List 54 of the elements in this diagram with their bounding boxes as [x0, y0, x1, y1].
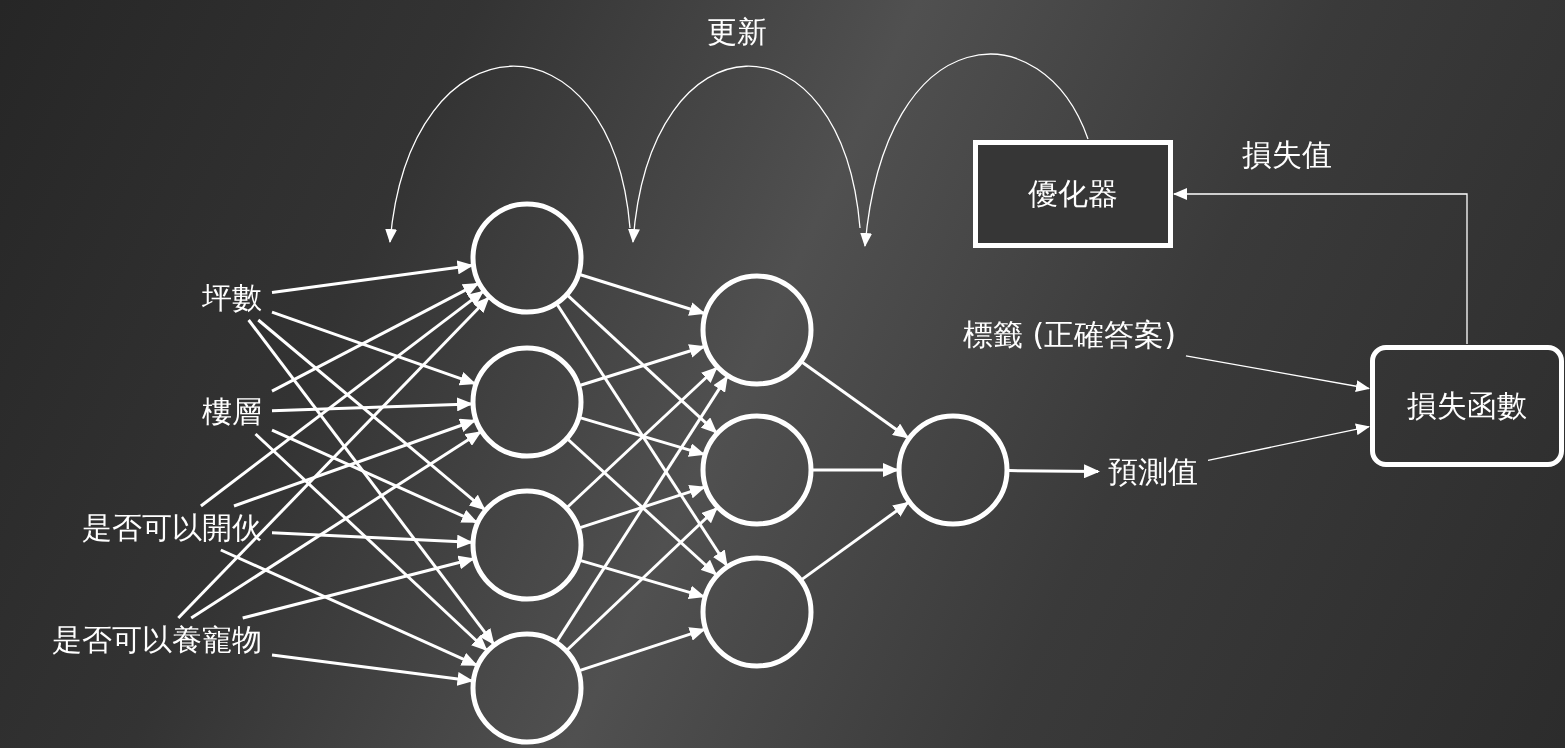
arrow	[271, 260, 474, 295]
arrow	[580, 559, 706, 600]
neuron-circle	[700, 413, 814, 527]
neuron-circle	[470, 345, 584, 459]
arrow	[1185, 355, 1370, 393]
arrow	[220, 548, 478, 667]
arrow	[566, 366, 718, 508]
arrow	[271, 653, 474, 686]
arrow	[1207, 423, 1370, 462]
update-label: 更新	[707, 13, 767, 51]
arrow	[580, 273, 706, 316]
arrow	[580, 416, 706, 457]
arrow	[801, 361, 910, 439]
neuron-circle	[470, 631, 584, 745]
label-text: 標籤 (正確答案)	[963, 315, 1176, 355]
neuron-circle	[700, 555, 814, 669]
arrow	[556, 304, 728, 567]
arrow	[271, 428, 478, 524]
input-label: 樓層	[202, 392, 262, 432]
arrow	[257, 318, 486, 511]
arrow	[1009, 464, 1100, 479]
arrow	[271, 397, 474, 413]
arrow	[247, 319, 495, 645]
neuron-circle	[470, 201, 584, 315]
arrow	[200, 290, 484, 508]
arrow	[271, 282, 480, 393]
update-arrow	[860, 53, 1089, 247]
arrow	[579, 485, 706, 530]
arrow	[580, 344, 706, 387]
neuron-circle	[470, 488, 584, 602]
output-label: 預測值	[1108, 452, 1198, 492]
arrow	[233, 418, 477, 508]
loss-function-box: 損失函數	[1370, 345, 1564, 467]
arrow	[801, 501, 910, 581]
arrow	[567, 438, 718, 576]
arrow	[567, 294, 718, 434]
optimizer-box: 優化器	[973, 140, 1173, 248]
edge-label: 損失值	[1242, 136, 1332, 174]
input-label: 是否可以養寵物	[52, 620, 262, 660]
arrow	[579, 627, 706, 672]
arrow	[271, 531, 474, 549]
neuron-circle	[700, 273, 814, 387]
arrow	[177, 296, 490, 620]
arrow	[271, 310, 477, 386]
arrow	[813, 463, 899, 477]
arrow	[1173, 188, 1468, 345]
arrow	[556, 375, 728, 642]
arrow	[254, 432, 488, 652]
input-label: 坪數	[202, 278, 262, 318]
neuron-circle	[896, 413, 1010, 527]
arrow	[190, 431, 482, 620]
arrow	[242, 555, 475, 620]
arrow	[566, 507, 718, 651]
input-label: 是否可以開伙	[82, 508, 262, 548]
